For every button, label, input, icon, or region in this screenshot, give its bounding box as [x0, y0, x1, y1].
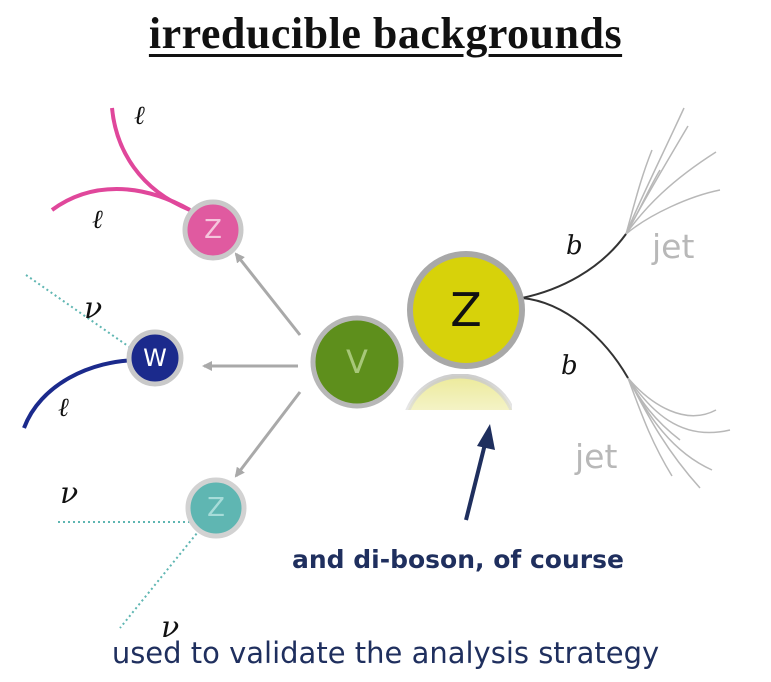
lepton-label-2: ℓ	[92, 205, 103, 235]
v-label: V	[346, 343, 368, 381]
z-boson-bottom: Z	[185, 477, 247, 539]
caption: used to validate the analysis strategy	[111, 636, 660, 670]
z-bottom-label: Z	[207, 493, 225, 523]
b-line-upper	[521, 233, 627, 299]
lepton-line-lower	[50, 187, 191, 212]
annotation-arrow	[464, 424, 495, 521]
nu-label-3: ν	[161, 610, 179, 645]
di-boson-annotation: and di-boson, of course	[292, 545, 624, 574]
jet-label-upper: jet	[651, 227, 694, 266]
arrow-to-z-top	[234, 252, 302, 336]
nu-label-1: ν	[84, 291, 102, 326]
arrow-to-z-bottom	[234, 391, 302, 478]
z-boson-big: Z	[407, 251, 525, 369]
page-title: irreducible backgrounds	[148, 9, 623, 58]
z-big-label: Z	[450, 283, 482, 337]
b-line-lower	[521, 297, 629, 379]
v-boson: V	[310, 315, 404, 409]
jet-label-lower: jet	[574, 437, 617, 476]
jet-upper	[625, 107, 721, 235]
lepton-label-1: ℓ	[134, 101, 145, 131]
z-boson-top: Z	[182, 199, 244, 261]
w-label: W	[143, 344, 167, 372]
lepton-label-3: ℓ	[58, 393, 69, 423]
b-label-lower: b	[561, 351, 578, 381]
lepton-line-w	[22, 358, 141, 429]
z-boson-reflection	[405, 374, 512, 410]
jet-lower	[627, 377, 731, 489]
b-label-upper: b	[566, 231, 583, 261]
nu-label-2: ν	[60, 476, 78, 511]
w-boson: W	[126, 329, 184, 387]
z-top-label: Z	[204, 215, 222, 245]
